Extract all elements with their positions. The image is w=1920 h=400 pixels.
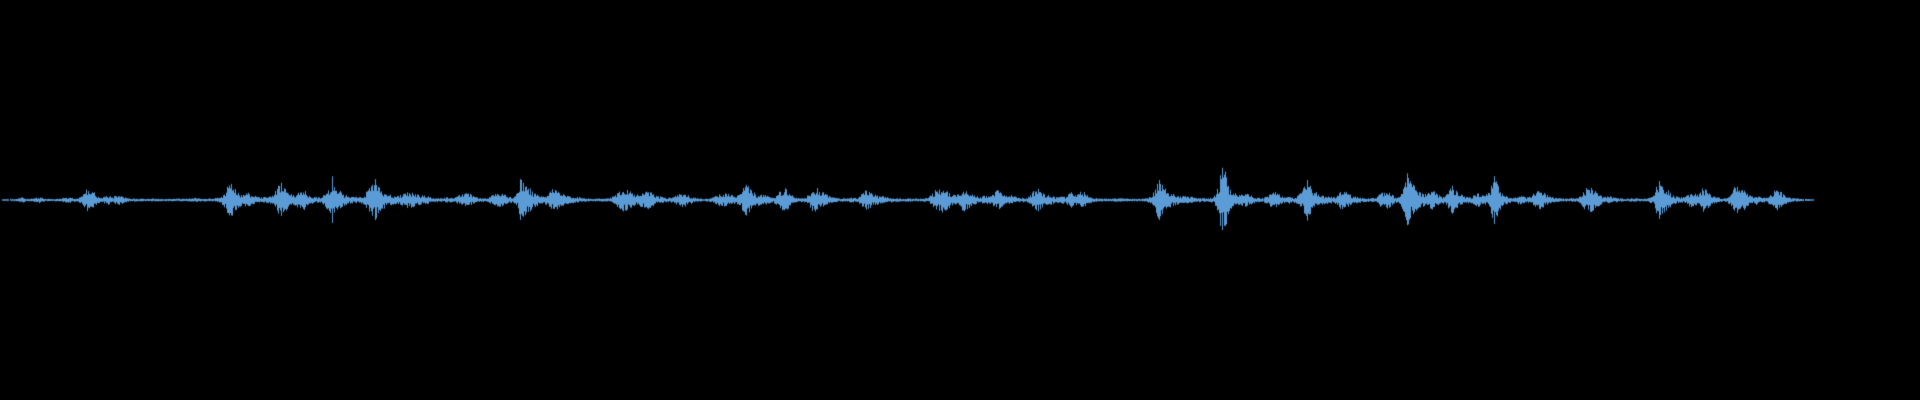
waveform-panel	[0, 0, 1920, 400]
audio-waveform	[0, 0, 1920, 400]
